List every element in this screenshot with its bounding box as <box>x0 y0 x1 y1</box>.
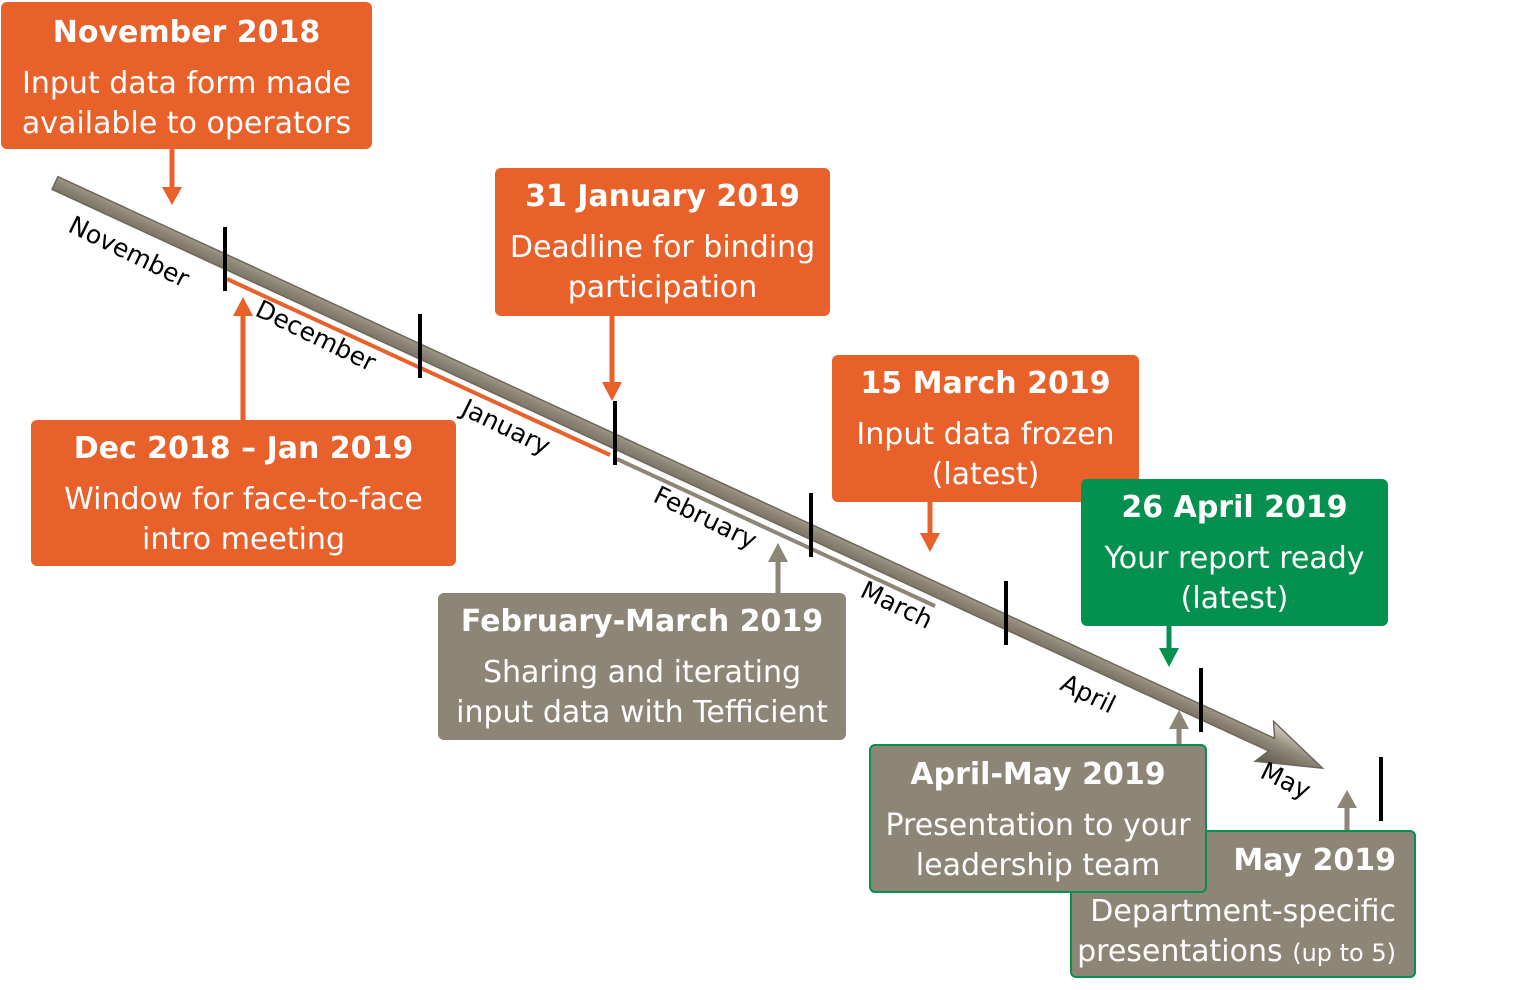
event-box-april-may-2019: April-May 2019 Presentation to your lead… <box>869 744 1207 893</box>
event-description-line: (latest) <box>1180 581 1289 616</box>
event-title: May 2019 <box>1233 843 1396 878</box>
event-description-line: participation <box>567 270 758 305</box>
event-description-line: Sharing and iterating <box>482 655 802 690</box>
event-description-line: Window for face-to-face <box>64 482 423 517</box>
event-description-line: input data with Tefficient <box>456 695 828 730</box>
event-description-line: available to operators <box>21 106 352 141</box>
event-description-line: intro meeting <box>142 522 345 557</box>
arrow-aprmay <box>1169 710 1189 744</box>
event-description-line: Input data form made <box>22 66 351 101</box>
event-description-line: leadership team <box>915 848 1161 883</box>
event-description-line: Presentation to your <box>885 808 1191 843</box>
event-title: 15 March 2019 <box>860 366 1111 401</box>
event-description-line: (latest) <box>931 457 1040 492</box>
arrow-jan31 <box>602 316 622 401</box>
event-box-26-april-2019: 26 April 2019 Your report ready (latest) <box>1081 479 1388 626</box>
event-description-line: Input data frozen <box>856 417 1115 452</box>
arrow-febmar <box>768 543 788 593</box>
event-title: 31 January 2019 <box>525 179 800 214</box>
event-title: November 2018 <box>52 15 321 50</box>
event-box-november-2018: November 2018 Input data form made avail… <box>1 2 372 149</box>
arrow-nov2018 <box>162 149 182 205</box>
event-description-line: Deadline for binding <box>509 230 816 265</box>
event-description-line: presentations (up to 5) <box>1077 932 1396 973</box>
event-title: 26 April 2019 <box>1121 490 1348 525</box>
arrow-mar15 <box>920 502 940 552</box>
event-title: February-March 2019 <box>460 604 824 639</box>
event-box-15-march-2019: 15 March 2019 Input data frozen (latest) <box>832 355 1139 502</box>
event-note: (up to 5) <box>1292 939 1396 967</box>
event-description-line: Your report ready <box>1104 541 1365 576</box>
event-description-text: presentations <box>1077 934 1283 969</box>
event-box-february-march-2019: February-March 2019 Sharing and iteratin… <box>438 593 846 740</box>
arrow-apr26 <box>1159 626 1179 667</box>
event-box-dec-jan: Dec 2018 – Jan 2019 Window for face-to-f… <box>31 420 456 566</box>
event-box-31-january-2019: 31 January 2019 Deadline for binding par… <box>495 168 830 316</box>
arrow-may <box>1337 790 1357 830</box>
event-title: Dec 2018 – Jan 2019 <box>73 431 414 466</box>
febmar-range-bar <box>616 457 936 608</box>
arrow-decjan <box>233 297 253 420</box>
event-description-line: Department-specific <box>1090 894 1396 929</box>
event-title: April-May 2019 <box>910 757 1166 792</box>
